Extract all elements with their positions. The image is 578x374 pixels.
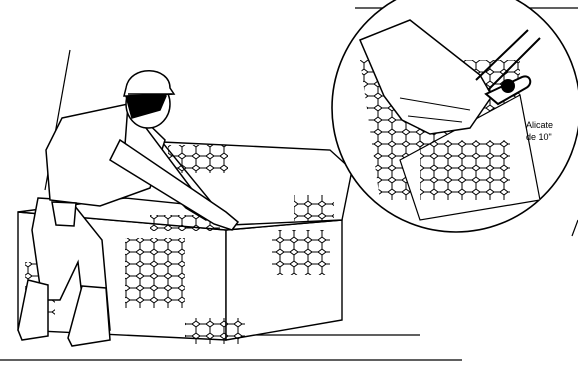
- detail-inset: Alicate de 10": [332, 0, 578, 232]
- tool-label-line2: de 10": [526, 132, 552, 142]
- tool-label-line1: Alicate: [526, 120, 553, 130]
